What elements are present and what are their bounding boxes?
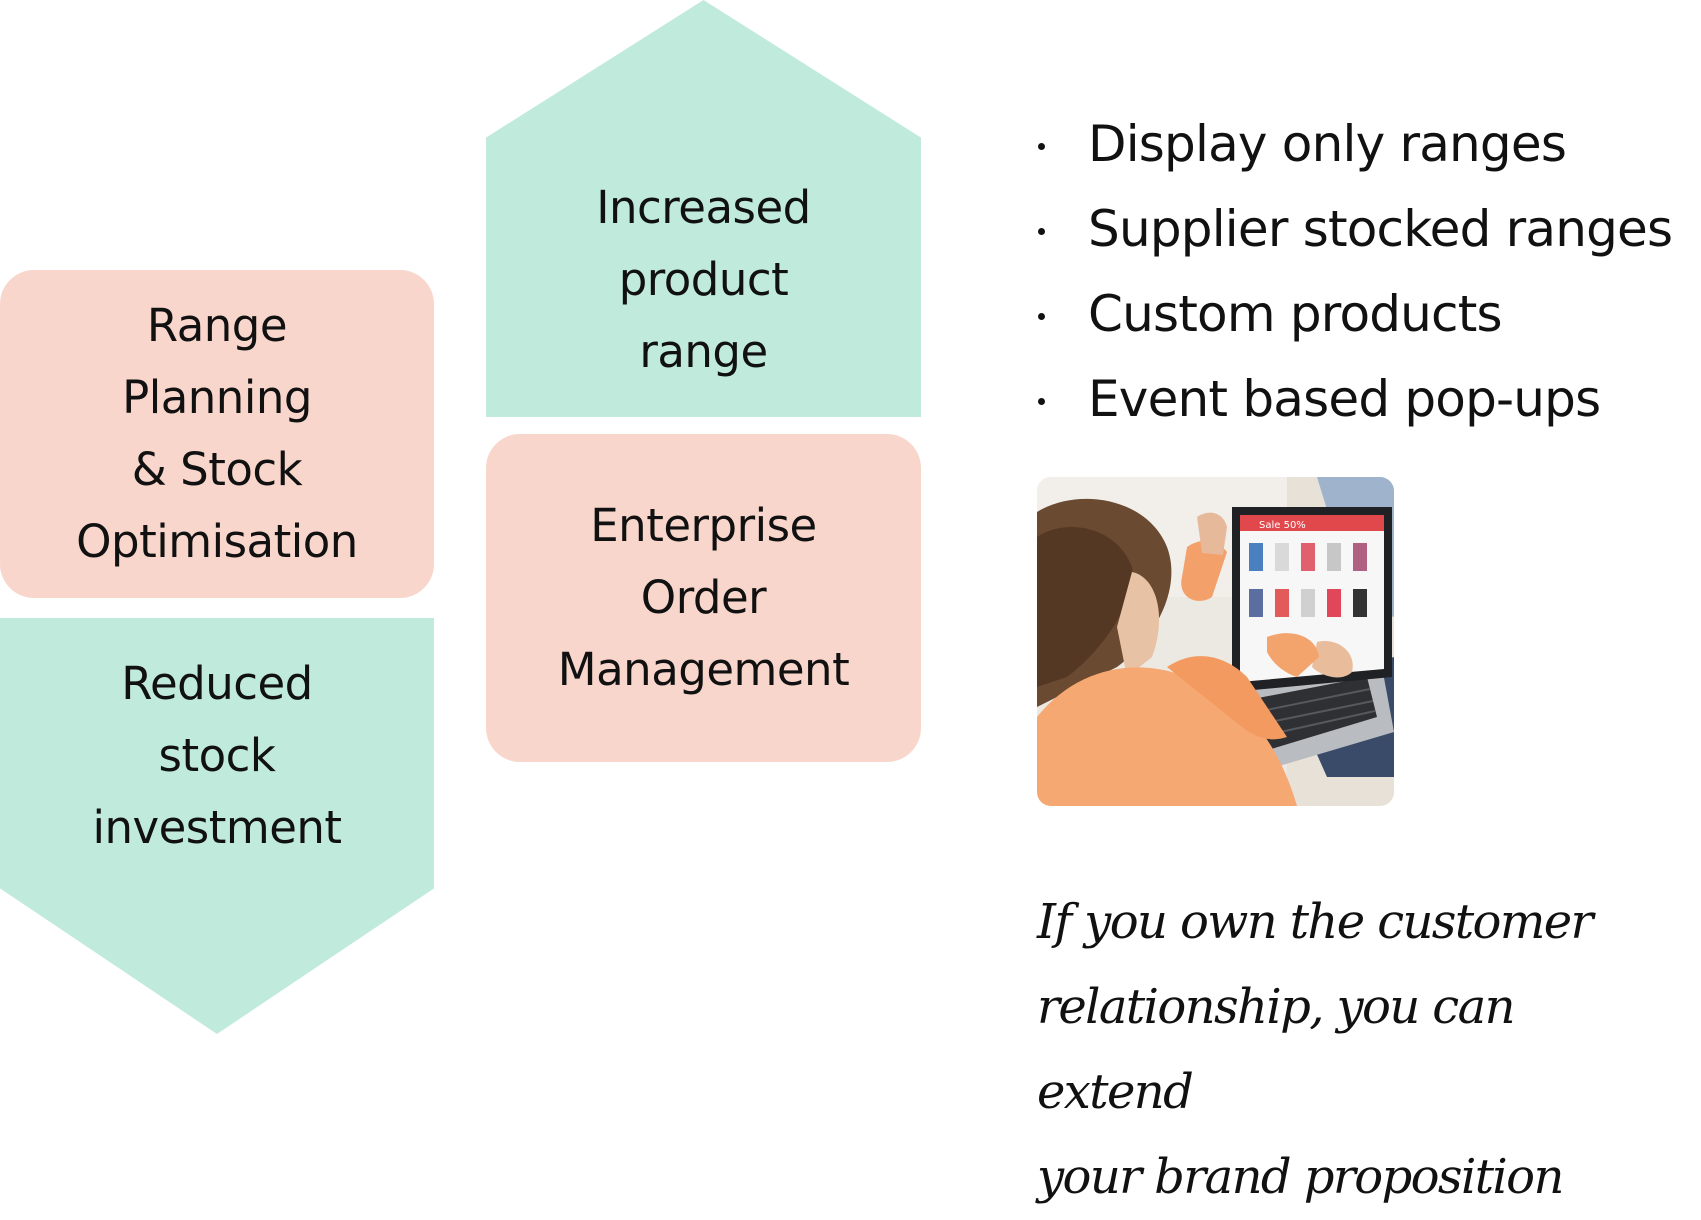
bullet-item: Event based pop-ups xyxy=(1030,357,1672,442)
increased-product-range-arrow: Increased product range xyxy=(486,0,921,417)
range-planning-label: Range Planning & Stock Optimisation xyxy=(76,299,358,568)
reduced-stock-investment-label: Reduced stock investment xyxy=(92,657,342,854)
bullet-item: Supplier stocked ranges xyxy=(1030,187,1673,272)
range-planning-card: Range Planning & Stock Optimisation xyxy=(0,270,434,598)
woman-laptop-shopping-photo: Sale 50% xyxy=(1037,477,1394,806)
bullet-item: Display only ranges xyxy=(1030,102,1672,187)
brand-proposition-quote: If you own the customer relationship, yo… xyxy=(1037,894,1593,1205)
increased-product-range-label: Increased product range xyxy=(596,181,811,378)
enterprise-order-management-card: Enterprise Order Management xyxy=(486,434,921,762)
screen-banner-text: Sale 50% xyxy=(1259,520,1306,531)
enterprise-order-management-label: Enterprise Order Management xyxy=(557,499,850,696)
benefits-bullet-list: Display only ranges Supplier stocked ran… xyxy=(1030,102,1673,442)
bullet-item: Custom products xyxy=(1030,272,1672,357)
reduced-stock-investment-arrow: Reduced stock investment xyxy=(0,618,434,1034)
